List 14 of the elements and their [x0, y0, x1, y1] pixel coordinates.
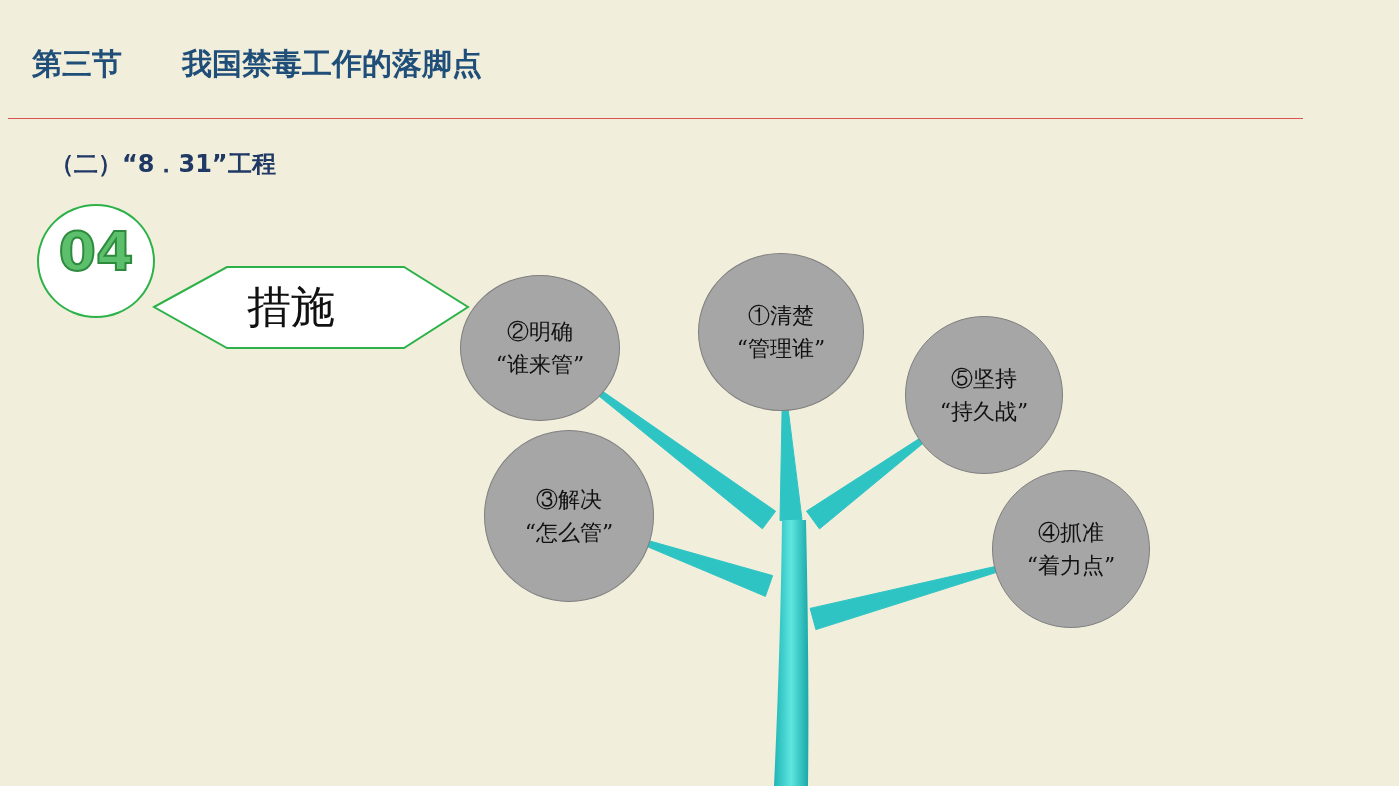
- branch: [779, 408, 803, 522]
- slide-title: 第三节 我国禁毒工作的落脚点: [32, 45, 483, 83]
- branch: [806, 437, 925, 530]
- tree-trunk: [772, 520, 810, 786]
- branch: [809, 565, 998, 631]
- topic-circle: ④抓准 “着力点”: [992, 470, 1150, 628]
- heading-banner: 措施: [152, 265, 470, 350]
- topic-circle: ③解决 “怎么管”: [484, 430, 654, 602]
- topic-circle: ②明确 “谁来管”: [460, 275, 620, 421]
- branch: [597, 390, 777, 530]
- topic-circle: ⑤坚持 “持久战”: [905, 316, 1063, 474]
- number-badge: 04: [37, 204, 155, 318]
- section-heading: （二）“8．31”工程: [50, 149, 276, 180]
- topic-circle: ①清楚 “管理谁”: [698, 253, 864, 411]
